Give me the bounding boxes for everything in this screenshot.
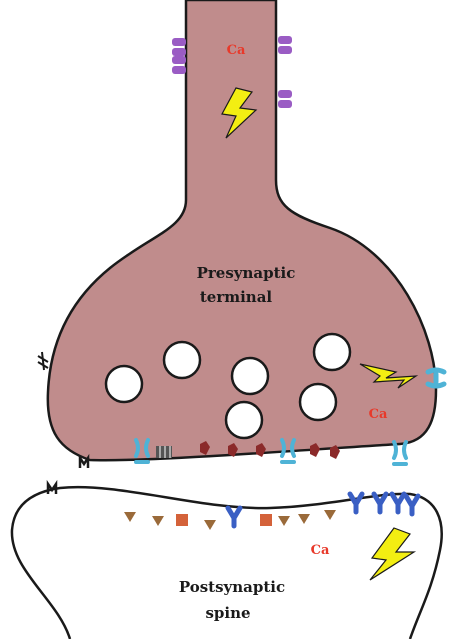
postsynaptic-markers [124, 494, 418, 530]
lightning-bolt-icon [370, 528, 414, 580]
adhesion-molecule-icon [38, 352, 48, 370]
calcium-channel-icon [278, 36, 292, 54]
marker-triangle-icon [124, 512, 136, 522]
presynaptic-label-line1: Presynaptic [197, 264, 296, 282]
marker-triangle-icon [324, 510, 336, 520]
synaptic-vesicle-icon [314, 334, 350, 370]
postsynaptic-label-line2: spine [205, 604, 250, 622]
transporter-icon [156, 446, 172, 458]
synaptic-vesicle-icon [232, 358, 268, 394]
synaptic-vesicle-icon [300, 384, 336, 420]
synaptic-vesicle-icon [164, 342, 200, 378]
receptor-icon [350, 494, 362, 512]
adhesion-molecule-icon [80, 458, 88, 468]
receptor-icon [228, 508, 240, 526]
postsynaptic-label-line1: Postsynaptic [179, 578, 285, 596]
ca-label-bottom: Ca [311, 543, 330, 558]
synaptic-vesicle-icon [106, 366, 142, 402]
ca-label-mid: Ca [369, 407, 388, 422]
marker-triangle-icon [278, 516, 290, 526]
marker-square-icon [176, 514, 188, 526]
receptor-icon [394, 442, 406, 464]
presynaptic-label-line2: terminal [200, 288, 273, 306]
calcium-channel-icon [278, 90, 292, 108]
adhesion-molecule-icon [48, 484, 56, 494]
marker-triangle-icon [152, 516, 164, 526]
receptor-icon [392, 494, 404, 512]
calcium-channel-icon [172, 56, 186, 74]
synaptic-vesicle-icon [226, 402, 262, 438]
ca-label-top: Ca [227, 43, 246, 58]
calcium-channel-icon [172, 38, 186, 56]
receptor-icon [406, 496, 418, 514]
marker-square-icon [260, 514, 272, 526]
marker-triangle-icon [204, 520, 216, 530]
marker-triangle-icon [298, 514, 310, 524]
